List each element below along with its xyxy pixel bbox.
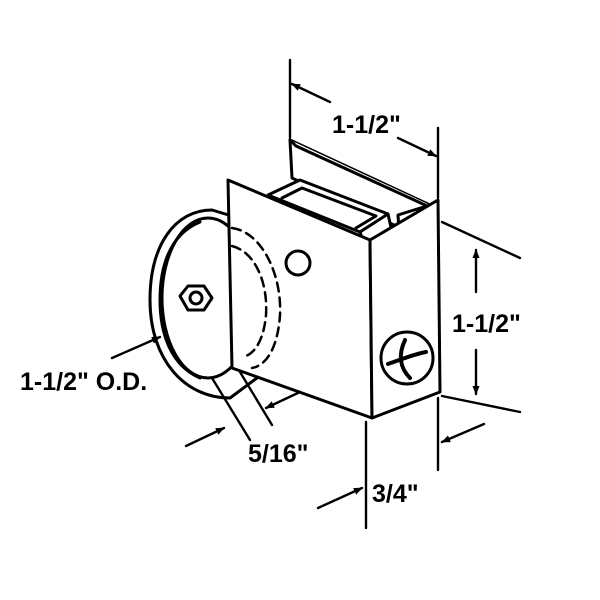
dim-arrow-top-left <box>290 82 332 104</box>
label-top-width: 1-1/2" <box>332 111 401 139</box>
ext-line-right-bottom <box>440 394 522 414</box>
ext-line-wheel-b <box>238 370 274 427</box>
spring-clip-inner <box>280 186 378 230</box>
wheel-groove <box>158 220 202 380</box>
dim-arrow-depth-right <box>440 422 486 444</box>
hidden-wheel-inner <box>230 244 268 358</box>
screw-slot-horizontal <box>386 350 428 366</box>
label-body-depth: 3/4" <box>372 480 419 508</box>
dimension-labels: 1-1/2" 1-1/2" 1-1/2" O.D. 5/16" 3/4" <box>20 111 521 508</box>
dim-arrow-wheel-right <box>264 390 302 410</box>
label-right-height: 1-1/2" <box>452 310 521 338</box>
hidden-wheel-outline <box>230 226 282 370</box>
roller-part-drawing <box>148 138 442 420</box>
housing-hole <box>284 249 312 277</box>
dim-arrow-depth-left <box>316 486 364 510</box>
ext-line-wheel-a <box>210 376 252 442</box>
axle-hole <box>188 290 204 306</box>
label-wheel-thickness: 5/16" <box>248 440 309 468</box>
ext-line-right-top <box>440 220 522 260</box>
dim-arrow-top-right <box>396 136 438 158</box>
od-leader-arrow <box>110 335 162 360</box>
dim-arrow-wheel-left <box>184 426 226 448</box>
dimension-lines <box>110 58 522 530</box>
label-wheel-diameter: 1-1/2" O.D. <box>20 368 147 396</box>
